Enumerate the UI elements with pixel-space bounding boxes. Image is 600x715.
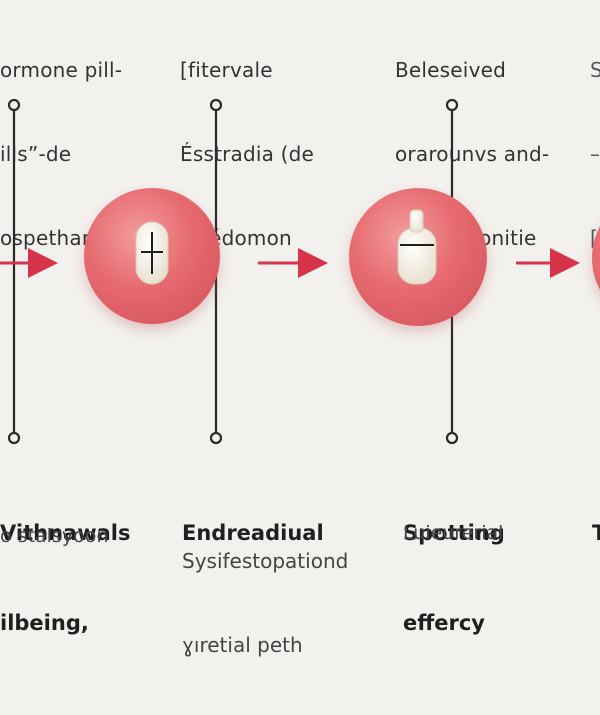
- column-4-top-text: S – [: [590, 0, 600, 308]
- column-4-top-line: [: [590, 226, 599, 250]
- column-3-title-line: effercy: [403, 611, 485, 635]
- timeline-graphics: [0, 98, 600, 445]
- column-3-top-line: Beleseived: [395, 58, 507, 82]
- column-2-subtitle-line: Sysifestopationd: [182, 549, 349, 573]
- column-1-title: Vithnawals ilbeing,: [0, 458, 130, 698]
- column-3-top-line: orarounvs and-: [395, 142, 550, 166]
- column-1-subtitle: o stalsyoon: [0, 525, 109, 547]
- timeline-diagram: ormone pill- ills”-de ospethariul [fiter…: [0, 0, 600, 657]
- column-1-top-line: ormone pill-: [0, 58, 123, 82]
- column-2-subtitle-line: ɣıretial peth: [182, 633, 303, 657]
- column-3-subtitle: Luieurerial: [403, 522, 504, 544]
- pill-bottle-icon: [397, 209, 437, 285]
- timeline-line-1: [7, 98, 21, 445]
- column-1-top-line: ills”-de: [0, 142, 72, 166]
- column-3-title: Spotting effercy: [403, 458, 505, 698]
- column-4-top-line: S: [590, 58, 600, 82]
- column-4-title: T: [592, 458, 600, 608]
- column-1-title-line: ilbeing,: [0, 611, 89, 635]
- column-2-subtitle: Sysifestopationd ɣıretial peth: [182, 491, 348, 715]
- column-2-top-line: [fitervale: [180, 58, 273, 82]
- column-2-top-line: Ésstradia (de: [180, 142, 315, 166]
- pill-icon: [135, 221, 169, 285]
- node-circle-4: [592, 226, 600, 290]
- column-4-top-line: –: [590, 142, 600, 166]
- column-4-title-line: T: [592, 521, 600, 545]
